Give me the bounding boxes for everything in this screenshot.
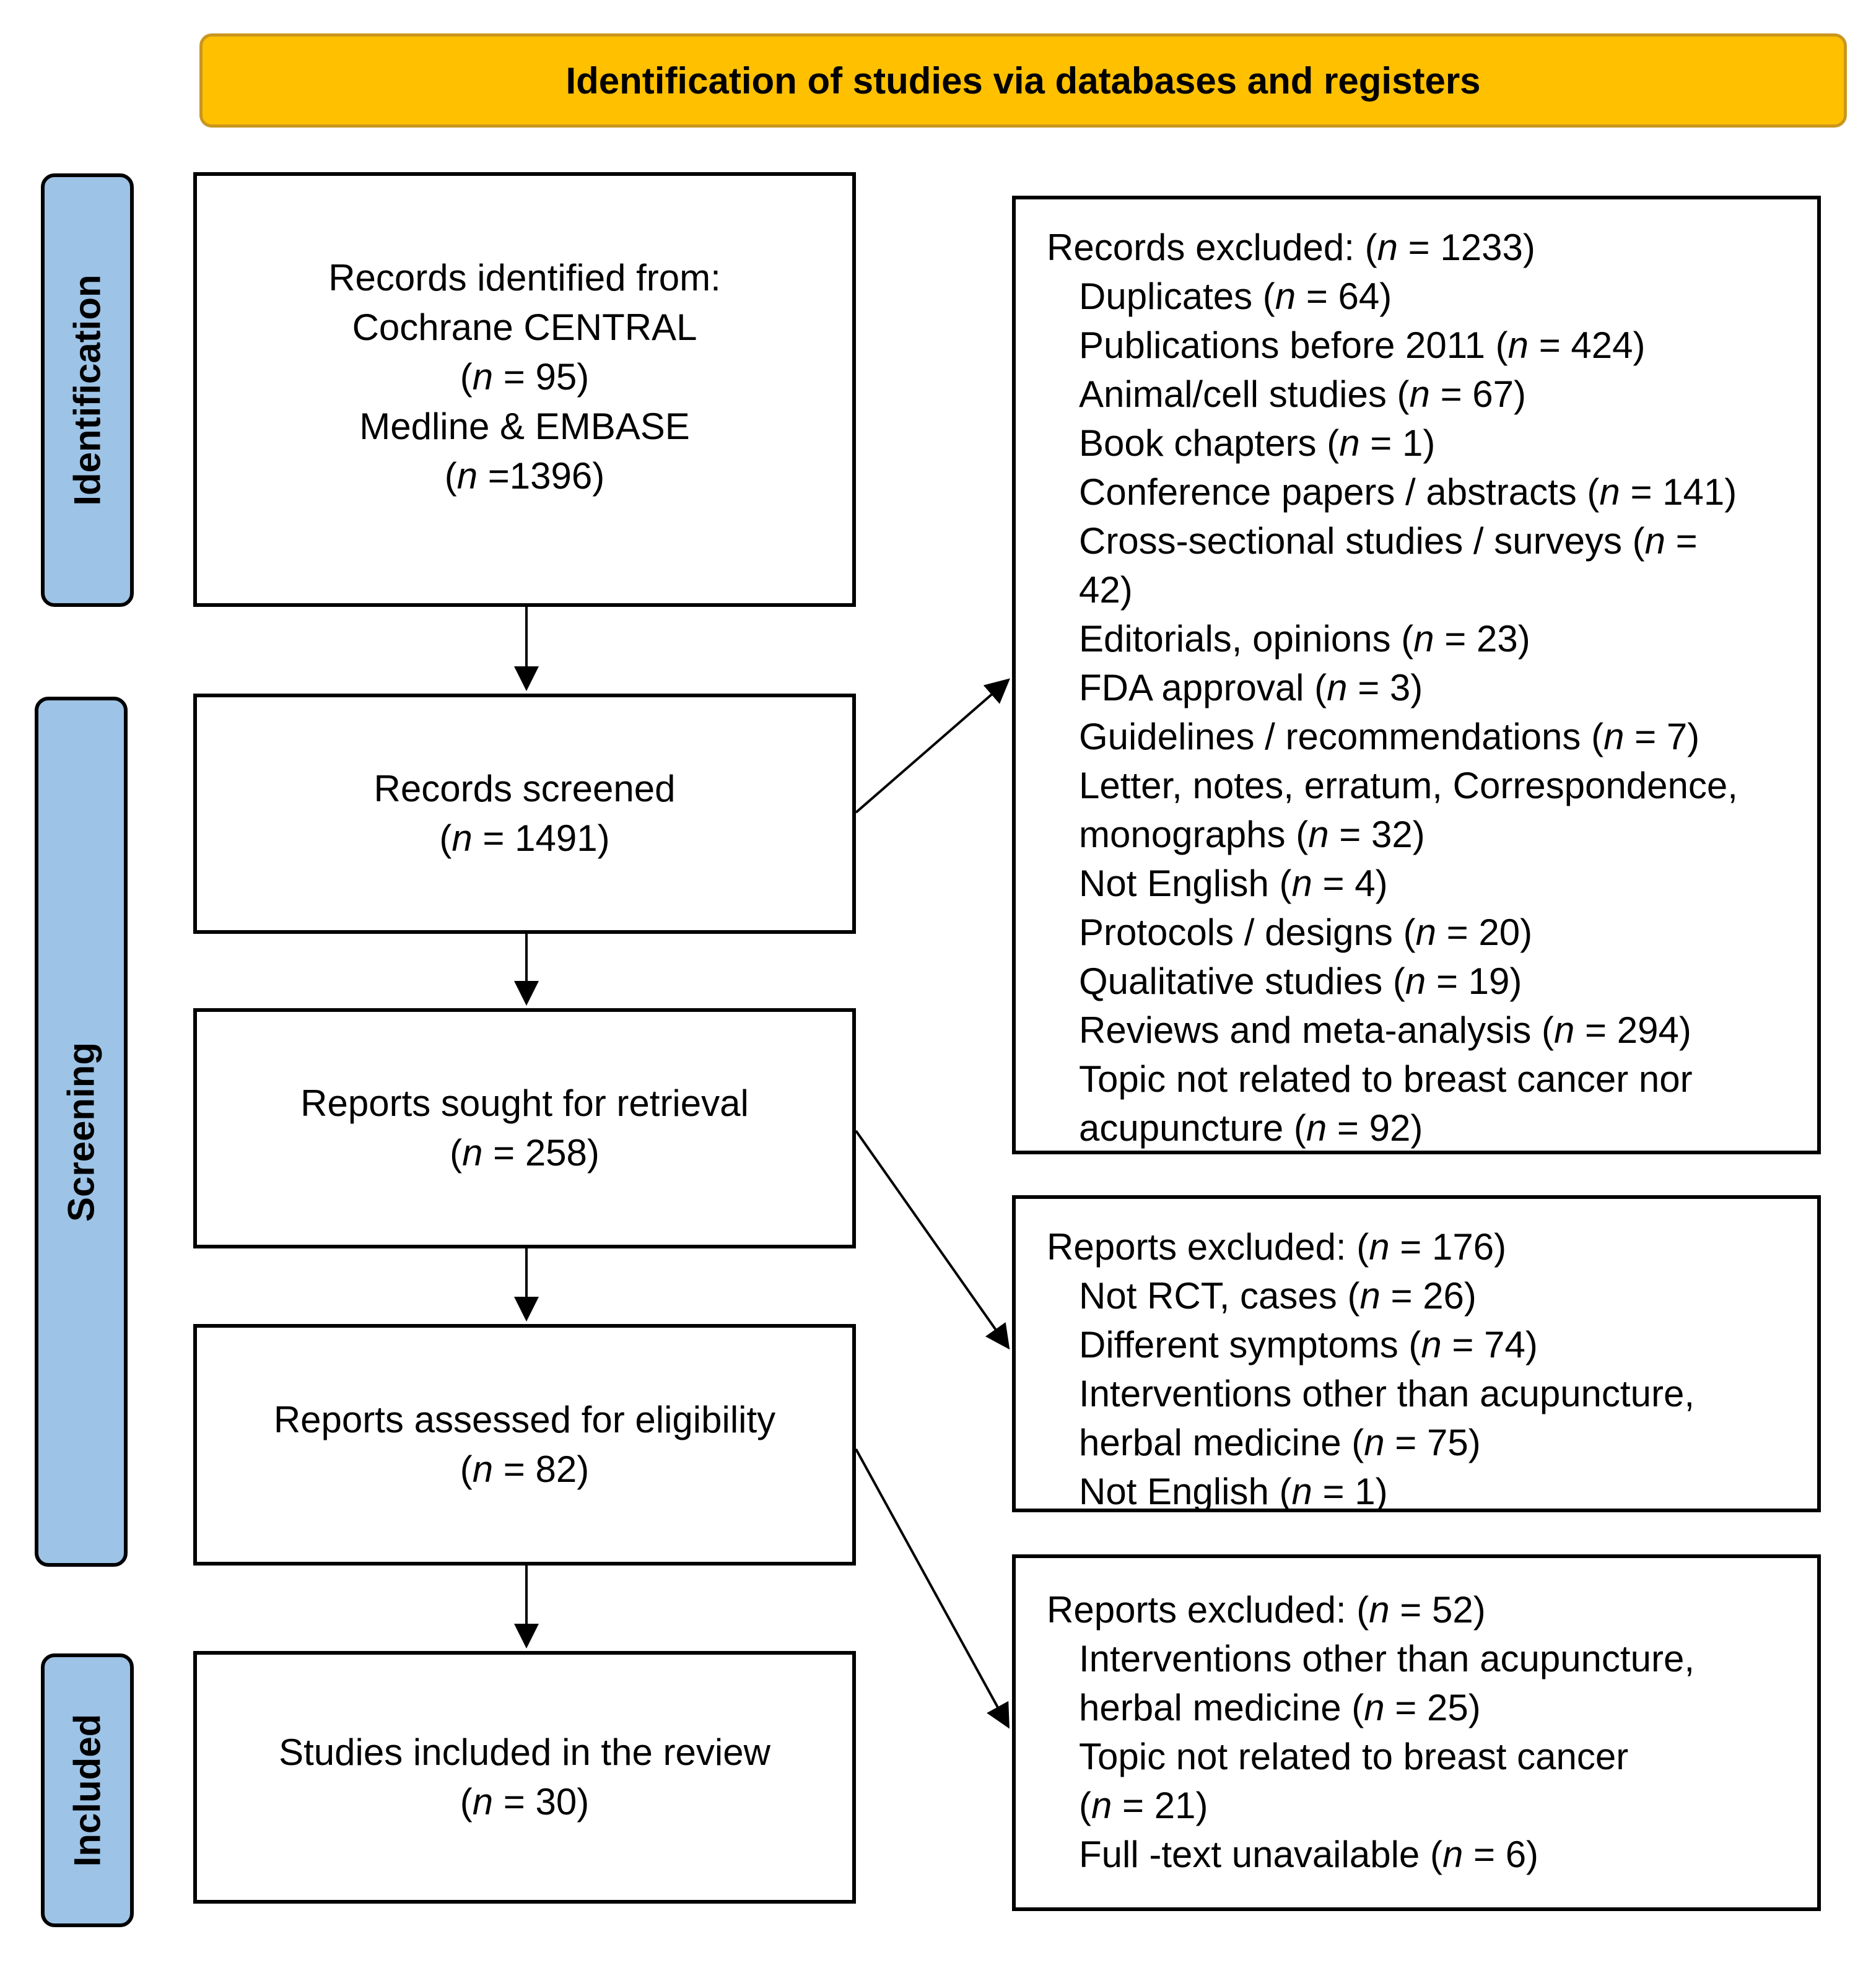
- studies-included-label: Studies included in the review: [279, 1731, 770, 1773]
- reports-excluded-title-1: Reports excluded: (n = 176): [1047, 1226, 1507, 1268]
- n-symbol: n: [472, 356, 494, 398]
- reports-excluded-box-2: Reports excluded: (n = 52) Interventions…: [1012, 1554, 1821, 1911]
- list-item: Letter, notes, erratum, Correspondence,m…: [1079, 765, 1738, 855]
- list-item: Qualitative studies (n = 19): [1079, 960, 1522, 1002]
- reports-excluded-title-2: Reports excluded: (n = 52): [1047, 1589, 1486, 1631]
- list-item: Not English (n = 1): [1079, 1471, 1388, 1512]
- list-item: Conference papers / abstracts (n = 141): [1079, 471, 1737, 513]
- reports-assessed-box: Reports assessed for eligibility (n = 82…: [193, 1324, 856, 1566]
- arrow-assessed-to-reports-excluded-2: [855, 1448, 1010, 1729]
- arrow-screened-to-records-excluded: [855, 678, 1011, 814]
- list-item: FDA approval (n = 3): [1079, 667, 1423, 708]
- list-item: Animal/cell studies (n = 67): [1079, 373, 1527, 415]
- list-item: Different symptoms (n = 74): [1079, 1324, 1538, 1365]
- header-banner: Identification of studies via databases …: [199, 33, 1847, 128]
- list-item: Topic not related to breast cancer(n = 2…: [1079, 1736, 1629, 1826]
- list-item: Duplicates (n = 64): [1079, 276, 1392, 317]
- reports-sought-label: Reports sought for retrieval: [300, 1082, 749, 1124]
- reports-sought-count: (n = 258): [450, 1132, 600, 1174]
- stage-screening: Screening: [35, 697, 128, 1567]
- list-item: Not English (n = 4): [1079, 863, 1388, 904]
- list-item: Reviews and meta-analysis (n = 294): [1079, 1009, 1691, 1051]
- list-item: Book chapters (n = 1): [1079, 422, 1436, 464]
- records-identified-line1: Records identified from:: [328, 257, 721, 298]
- records-screened-label: Records screened: [373, 768, 676, 809]
- header-title: Identification of studies via databases …: [565, 59, 1481, 102]
- n-symbol: n: [456, 455, 478, 497]
- records-identified-count2: (n =1396): [444, 455, 605, 497]
- list-item: Protocols / designs (n = 20): [1079, 912, 1533, 953]
- list-item: Publications before 2011 (n = 424): [1079, 324, 1646, 366]
- stage-included: Included: [41, 1653, 134, 1927]
- list-item: Interventions other than acupuncture,her…: [1079, 1638, 1695, 1728]
- reports-sought-box: Reports sought for retrieval (n = 258): [193, 1008, 856, 1248]
- stage-identification: Identification: [41, 173, 134, 607]
- list-item: Cross-sectional studies / surveys (n =42…: [1079, 520, 1698, 611]
- records-excluded-title: Records excluded: (n = 1233): [1047, 227, 1535, 268]
- list-item: Not RCT, cases (n = 26): [1079, 1275, 1477, 1317]
- list-item: Full -text unavailable (n = 6): [1079, 1834, 1539, 1875]
- reports-excluded-box-1: Reports excluded: (n = 176) Not RCT, cas…: [1012, 1195, 1821, 1512]
- records-identified-box: Records identified from: Cochrane CENTRA…: [193, 172, 856, 607]
- reports-assessed-count: (n = 82): [460, 1448, 590, 1490]
- studies-included-box: Studies included in the review (n = 30): [193, 1651, 856, 1904]
- records-identified-line2: Cochrane CENTRAL: [352, 307, 697, 348]
- records-identified-line4: Medline & EMBASE: [359, 406, 690, 447]
- reports-assessed-label: Reports assessed for eligibility: [273, 1399, 776, 1440]
- list-item: Interventions other than acupuncture,her…: [1079, 1373, 1695, 1463]
- studies-included-count: (n = 30): [460, 1781, 590, 1823]
- arrow-sought-to-reports-excluded-1: [855, 1130, 1010, 1350]
- records-excluded-box: Records excluded: (n = 1233) Duplicates …: [1012, 196, 1821, 1154]
- records-screened-count: (n = 1491): [439, 817, 610, 859]
- records-identified-count1: (n = 95): [460, 356, 590, 398]
- list-item: Guidelines / recommendations (n = 7): [1079, 716, 1700, 757]
- records-screened-box: Records screened (n = 1491): [193, 694, 856, 934]
- list-item: Editorials, opinions (n = 23): [1079, 618, 1530, 660]
